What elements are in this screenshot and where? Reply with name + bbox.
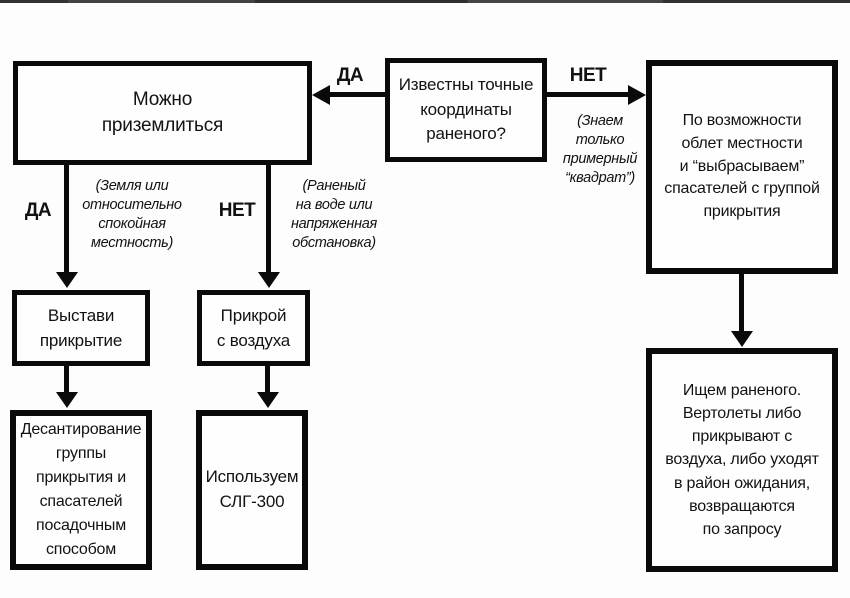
node-question-coordinates: Известны точные координаты раненого? [385, 58, 547, 162]
node-set-cover: Выстави прикрытие [12, 290, 150, 366]
scan-edge-artifact [0, 0, 850, 3]
node-cover-from-air: Прикрой с воздуха [197, 290, 310, 366]
node-cover-from-air-text: Прикрой с воздуха [216, 305, 291, 351]
arrow-shaft [545, 92, 629, 97]
note-approx-square: (Знаем только примерный “квадрат”) [562, 113, 638, 187]
arrow-shaft [64, 364, 69, 394]
arrowhead-down-icon [257, 392, 279, 408]
node-use-slg-300: Используем СЛГ-300 [196, 410, 308, 570]
node-landing-method: Десантирование группы прикрытия и спасат… [10, 410, 152, 570]
arrow-shaft [265, 364, 270, 394]
arrow-shaft [329, 92, 387, 97]
arrowhead-down-icon [56, 392, 78, 408]
node-use-slg-300-text: Используем СЛГ-300 [205, 467, 299, 511]
arrow-shaft [64, 163, 69, 273]
node-flyover-drop-rescuers: По возможности облет местности и “выбрас… [646, 60, 838, 274]
arrowhead-right-icon [628, 85, 646, 105]
label-no-branch: НЕТ [218, 200, 256, 221]
label-yes-branch: ДА [24, 200, 52, 221]
node-question-coordinates-text: Известны точные координаты раненого? [398, 75, 534, 144]
arrowhead-down-icon [258, 272, 280, 288]
node-can-land: Можно приземлиться [13, 61, 312, 165]
label-yes-top: ДА [336, 65, 364, 86]
node-landing-method-text: Десантирование группы прикрытия и спасат… [20, 421, 142, 558]
node-search-wounded: Ищем раненого. Вертолеты либо прикрывают… [646, 348, 838, 572]
arrowhead-left-icon [312, 85, 330, 105]
node-flyover-drop-rescuers-text: По возможности облет местности и “выбрас… [664, 112, 820, 221]
arrowhead-down-icon [731, 331, 753, 347]
label-no-top: НЕТ [569, 65, 607, 86]
node-search-wounded-text: Ищем раненого. Вертолеты либо прикрывают… [665, 381, 819, 538]
note-calm-terrain: (Земля или относительно спокойная местно… [82, 178, 182, 252]
arrow-shaft [739, 272, 744, 332]
node-set-cover-text: Выстави прикрытие [39, 305, 123, 351]
arrowhead-down-icon [56, 272, 78, 288]
note-wounded-on-water: (Раненый на воде или напряженная обстано… [290, 178, 377, 252]
node-can-land-text: Можно приземлиться [101, 89, 224, 136]
arrow-shaft [266, 163, 271, 273]
